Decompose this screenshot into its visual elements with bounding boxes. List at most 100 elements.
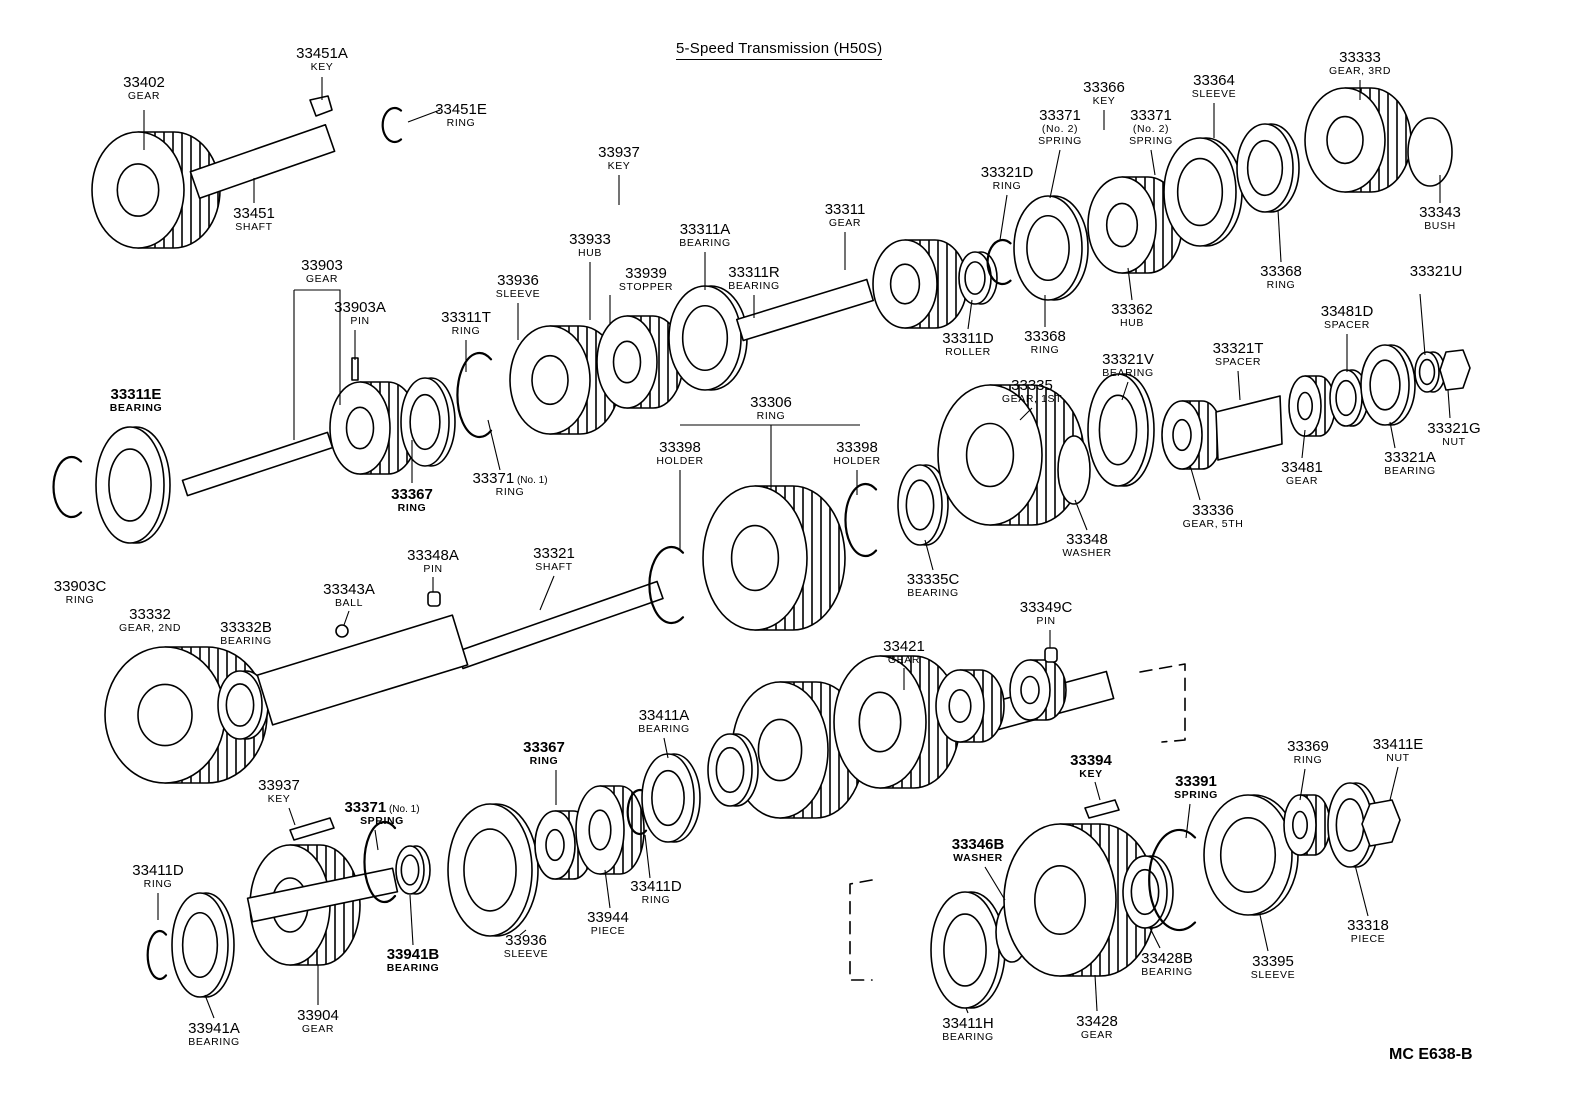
reverse-shaft — [246, 867, 399, 923]
part-number: 33333 — [1339, 49, 1381, 66]
part-name: RING — [641, 894, 671, 906]
ring-bore — [943, 913, 987, 987]
part-number: 33368 — [1024, 328, 1066, 345]
dashed-boundary-left — [849, 879, 873, 981]
part-number: 33411D — [132, 862, 184, 879]
part-number: 33321U — [1409, 263, 1463, 280]
part-number: 33428B — [1141, 950, 1193, 967]
snap-ring-33451e — [381, 106, 403, 144]
part-name: HUB — [578, 247, 602, 259]
roller-bearing — [958, 251, 998, 305]
part-name: PIN — [423, 563, 443, 575]
part-name: RING — [446, 117, 476, 129]
part-number: 33481D — [1320, 303, 1374, 320]
leader-line — [204, 994, 215, 1019]
part-number: 33343A — [323, 581, 375, 598]
leader-line — [1277, 209, 1282, 263]
part-number: 33944 — [587, 909, 629, 926]
part-number: 33346B — [951, 836, 1005, 853]
key-33394 — [1084, 799, 1120, 819]
leader-line — [1299, 768, 1306, 801]
part-name: BEARING — [942, 1031, 994, 1043]
part-number: 33321 — [533, 545, 575, 562]
part-name: RING — [143, 878, 173, 890]
ring-bore — [1418, 358, 1436, 386]
spring-33391 — [1148, 828, 1197, 932]
synchro-ring — [400, 377, 456, 467]
part-name: GEAR, 2ND — [119, 622, 181, 634]
part-number: 33391 — [1175, 773, 1217, 790]
gear-bore — [345, 406, 375, 450]
counter-gear-small — [935, 669, 1005, 743]
gear-bore — [889, 263, 921, 305]
part-variant: (No. 1) — [514, 475, 548, 486]
drawing-code: MC E638-B — [1389, 1046, 1473, 1063]
part-number: 33371 — [1039, 107, 1081, 124]
leader-line — [487, 419, 501, 471]
part-number: 33311R — [728, 264, 780, 281]
gear-bore — [612, 340, 642, 384]
part-name: GEAR — [887, 654, 921, 666]
gear-bore — [1326, 115, 1364, 165]
leader-line — [1049, 149, 1061, 199]
part-name: SHAFT — [535, 561, 573, 573]
part-name: BALL — [334, 597, 364, 609]
part-name: SHAFT — [235, 221, 273, 233]
gear-bore — [1297, 391, 1314, 421]
leader-line — [965, 1007, 969, 1014]
third-gear — [1304, 87, 1412, 193]
ring-33321u — [1414, 351, 1446, 393]
leader-line — [1149, 927, 1161, 949]
part-number: 33336 — [1192, 502, 1234, 519]
part-name: SPRING — [360, 815, 404, 827]
ring-bore — [681, 304, 729, 372]
part-name: GEAR, 1ST — [1001, 393, 1063, 405]
part-name: BEARING — [638, 723, 690, 735]
part-name: KEY — [1079, 768, 1103, 780]
part-name: SPACER — [1215, 356, 1261, 368]
spacer-33321t — [1215, 395, 1283, 461]
gear-bore — [116, 163, 160, 217]
part-number: 33936 — [505, 932, 547, 949]
part-number: 33933 — [569, 231, 611, 248]
part-number: 33939 — [625, 265, 667, 282]
part-callout: 33371(No. 2)SPRING — [1038, 108, 1082, 146]
bearing-33321v — [1087, 373, 1155, 487]
part-name: BEARING — [386, 962, 440, 974]
part-name: RING — [397, 502, 427, 514]
part-name: BEARING — [220, 635, 272, 647]
bearing-33311e — [95, 426, 171, 544]
part-number: 33332B — [220, 619, 272, 636]
leader-line — [604, 869, 611, 909]
part-name: GEAR — [127, 90, 161, 102]
ring-bore — [225, 683, 255, 727]
leader-line — [924, 539, 934, 571]
piece-33318 — [1327, 782, 1379, 868]
synchro-assembly — [702, 485, 846, 631]
leader-line — [1074, 499, 1088, 531]
part-number: 33335C — [906, 571, 960, 588]
part-name: SLEEVE — [1191, 88, 1237, 100]
part-number: 33398 — [659, 439, 701, 456]
part-number: 33428 — [1076, 1013, 1118, 1030]
part-number: 33941A — [188, 1020, 240, 1037]
leader-line — [1389, 766, 1399, 801]
part-name: SLEEVE — [503, 948, 549, 960]
ring-bore — [409, 393, 441, 451]
leader-line — [519, 929, 527, 936]
